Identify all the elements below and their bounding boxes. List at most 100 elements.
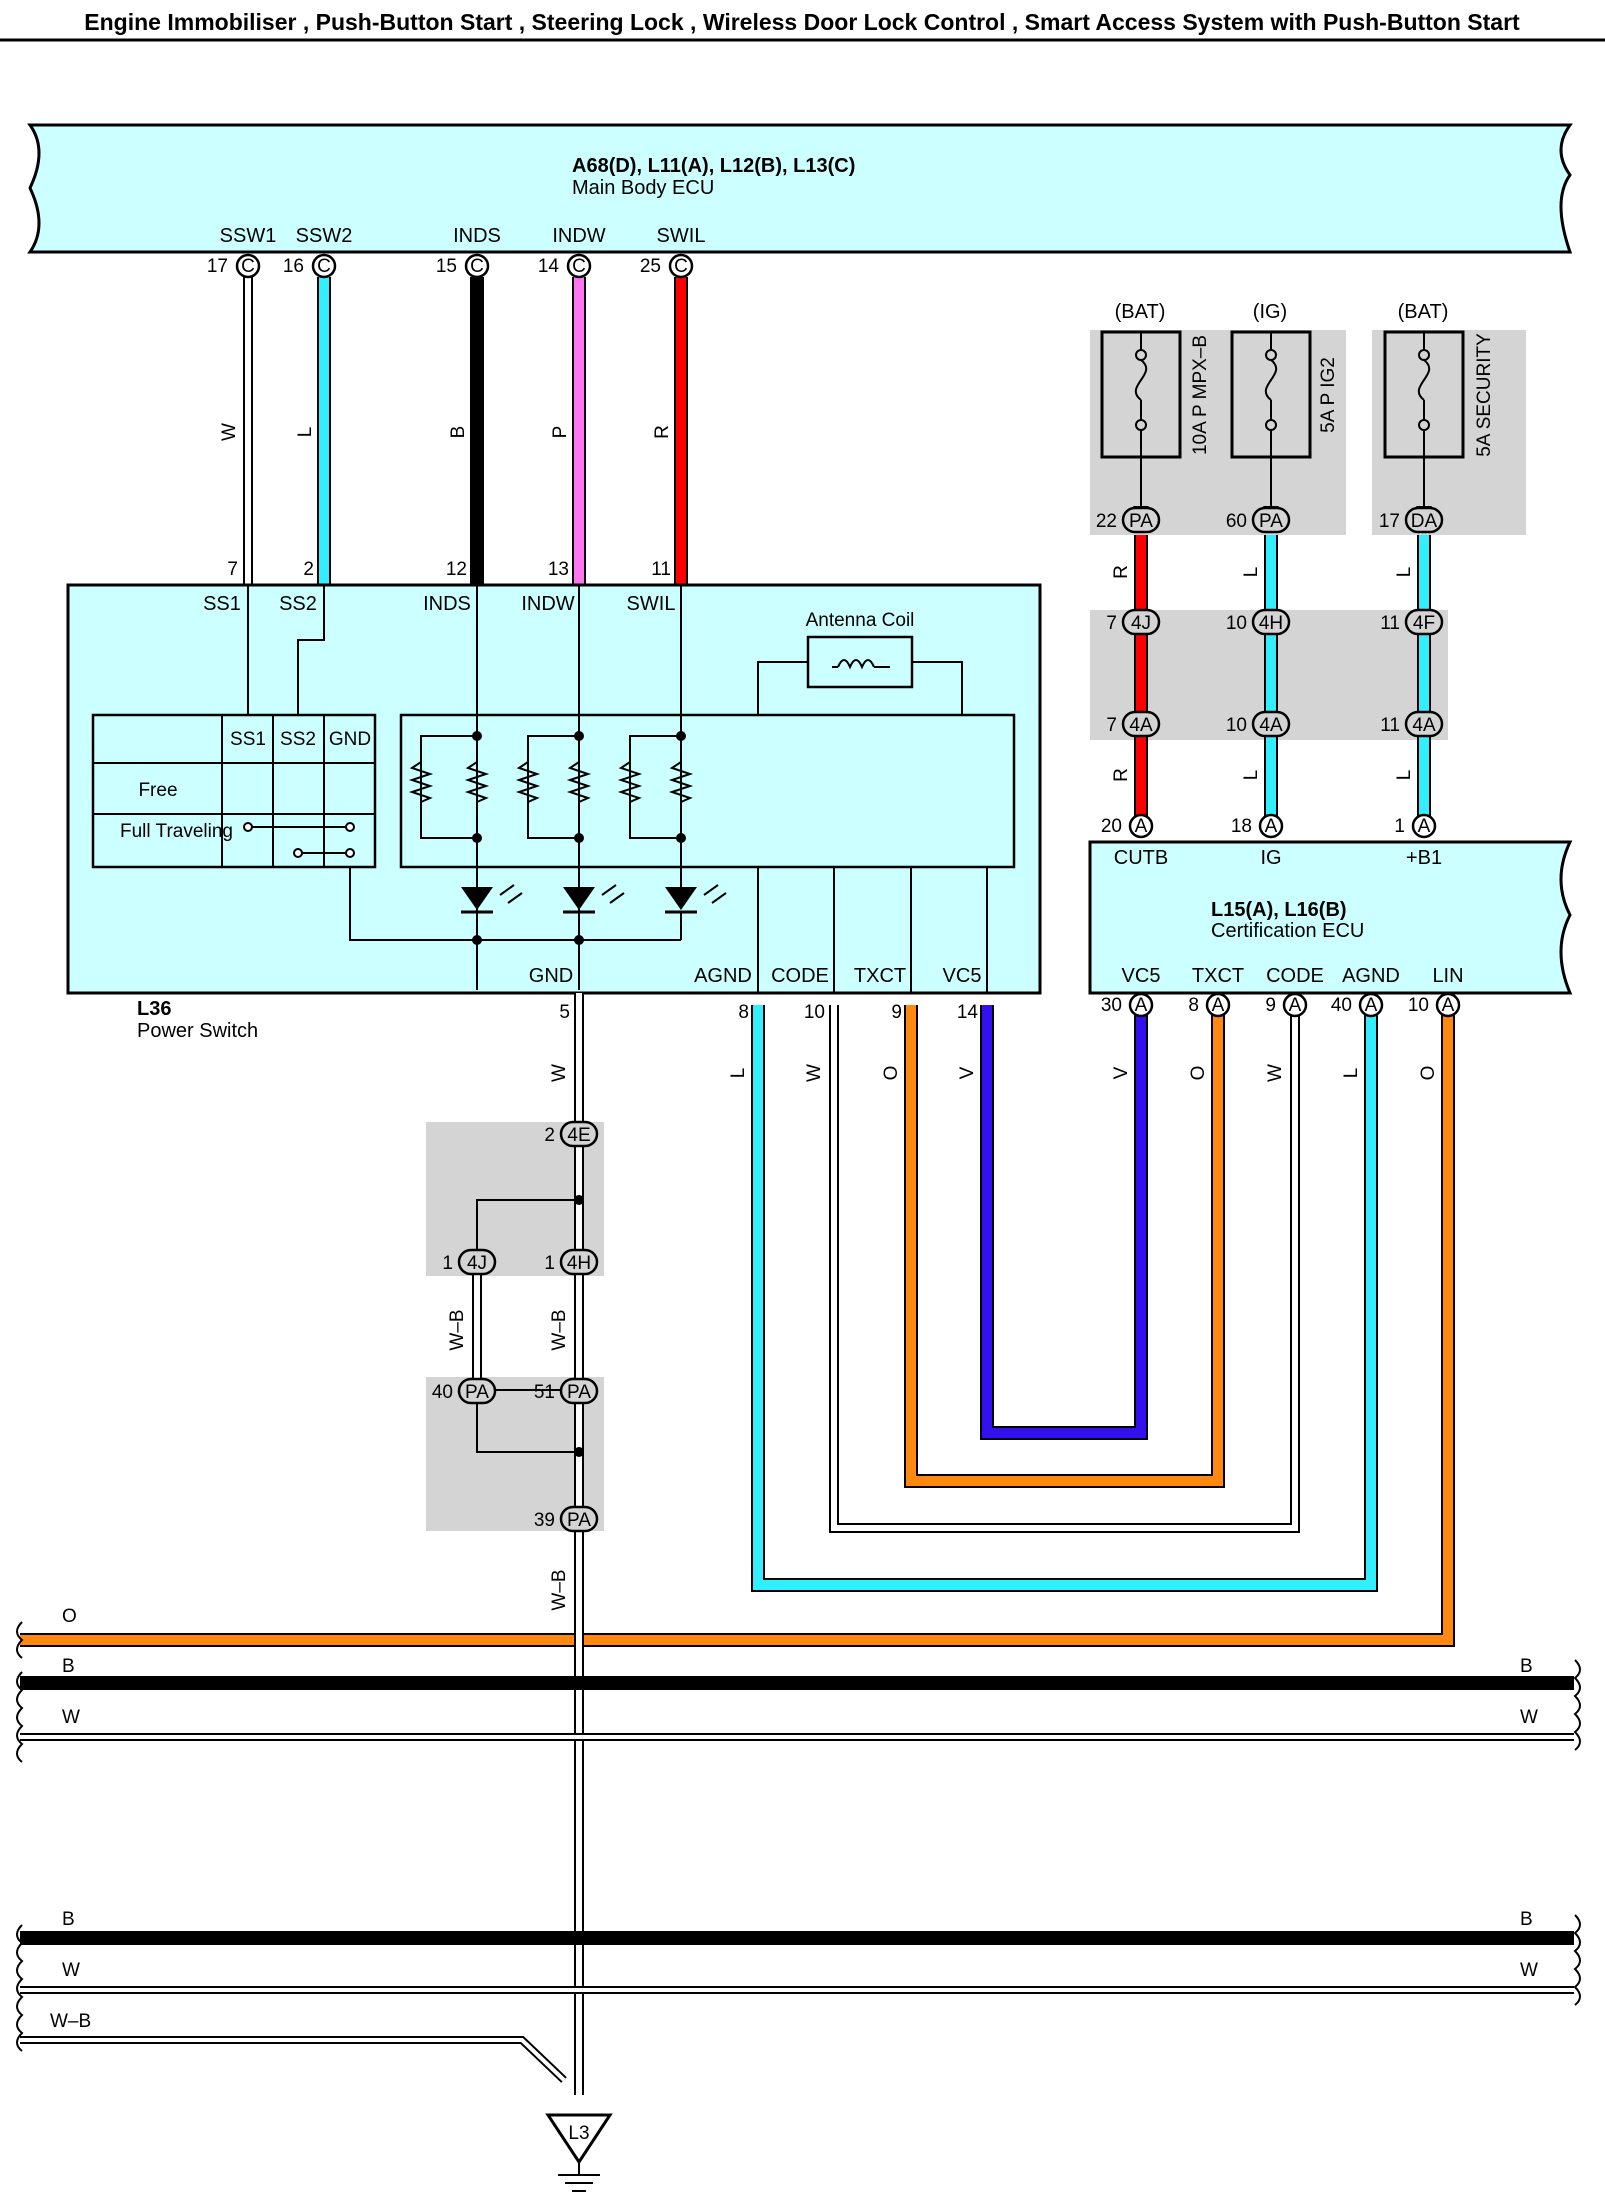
pin-number: 7 (1106, 715, 1117, 736)
pin-number: 7 (1106, 613, 1117, 634)
main-body-ecu-code: A68(D), L11(A), L12(B), L13(C) (572, 155, 855, 177)
wire-color: W (1265, 1064, 1286, 1082)
pin-number: 16 (283, 256, 304, 277)
pin-number: 9 (1265, 995, 1276, 1016)
antenna-coil: Antenna Coil (757, 610, 963, 715)
fuse-supply-ig: (IG) (1253, 301, 1287, 323)
wire-color: L (1341, 1068, 1362, 1079)
pin-number: 2 (544, 1125, 555, 1146)
conn-letter: 4F (1413, 613, 1435, 634)
wire-color-wb: W–B (549, 1569, 570, 1610)
bus-label-w: W (1520, 1960, 1538, 1981)
wire-color: R (1111, 768, 1132, 782)
bus-label-b: B (1520, 1909, 1533, 1930)
bus-label-b: B (62, 1656, 75, 1677)
conn-letter: 4H (1259, 613, 1283, 634)
conn-letter: 4J (467, 1253, 487, 1274)
pin-number: 10 (804, 1002, 825, 1023)
terminal-inds: INDS (453, 225, 501, 247)
bus-label-w: W (62, 1707, 80, 1728)
main-body-ecu: A68(D), L11(A), L12(B), L13(C) Main Body… (27, 123, 1573, 254)
pin-number: 8 (1188, 995, 1199, 1016)
pin-number: 1 (544, 1253, 555, 1274)
fuse-name: 10A P MPX–B (1190, 335, 1211, 455)
fuse-section: (BAT) (IG) (BAT) (1090, 301, 1526, 825)
conn-letter: 4H (567, 1253, 591, 1274)
pin-number: 11 (1380, 715, 1400, 736)
pin-number: 12 (446, 559, 467, 580)
resistor-network (408, 731, 694, 843)
main-body-ecu-pins: C C C C C 17 16 15 14 25 (207, 253, 694, 279)
conn-letter: C (241, 256, 255, 277)
terminal-ssw2: SSW2 (296, 225, 353, 247)
bus-label-b: B (62, 1909, 75, 1930)
ground-icon: L3 (545, 2040, 613, 2192)
table-row-full-traveling: Full Traveling (120, 821, 233, 842)
wire-color: V (957, 1066, 978, 1079)
switch-table: SS1 SS2 GND Free Full Traveling (91, 713, 377, 869)
pin-number: 8 (738, 1002, 749, 1023)
conn-letter: A (1289, 995, 1302, 1016)
ground-path: W W–B W–B W–B 4E 2 4J 1 4H 1 PA 40 PA 51… (426, 993, 604, 2040)
fuse-connectors: PA PA DA 22 60 17 (1096, 506, 1444, 534)
wire-color-w: W (549, 1064, 570, 1082)
power-switch-code: L36 (137, 998, 171, 1020)
ps-terminal-gnd: GND (529, 965, 573, 987)
fuse-name: 5A SECURITY (1474, 333, 1495, 457)
pin-number: 30 (1101, 995, 1122, 1016)
wire-color-wb: W–B (447, 1309, 468, 1350)
conn-letter: A (1365, 995, 1378, 1016)
fuse-icon (1134, 332, 1148, 520)
fuse-icon (1264, 332, 1278, 520)
fuse-supply-bat: (BAT) (1115, 301, 1166, 323)
conn-letter: C (572, 256, 586, 277)
ps-terminal-vc5: VC5 (943, 965, 982, 987)
cert-ecu-name: Certification ECU (1211, 920, 1364, 942)
pin-number: 7 (227, 559, 238, 580)
wire-color: V (1111, 1066, 1132, 1079)
wire-color: O (1188, 1066, 1209, 1081)
ps-terminal-ss2: SS2 (279, 593, 317, 615)
wire-color-b: B (448, 426, 469, 439)
pin-number: 60 (1226, 511, 1247, 532)
certification-ecu: A A A 20 18 1 CUTB IG +B1 L15(A), L16(B)… (1088, 813, 1573, 995)
conn-letter: PA (567, 1510, 591, 1531)
terminal-swil: SWIL (657, 225, 706, 247)
conn-letter: PA (567, 1382, 591, 1403)
conn-letter: 4A (1412, 715, 1436, 736)
table-header-gnd: GND (329, 729, 371, 750)
pin-number: 20 (1101, 816, 1122, 837)
table-header-ss1: SS1 (230, 729, 266, 750)
wire-color-wb: W–B (549, 1309, 570, 1350)
cert-terminal-vc5: VC5 (1122, 965, 1161, 987)
pin-number: 11 (1380, 613, 1400, 634)
pin-number: 1 (1394, 816, 1405, 837)
conn-letter: A (1265, 816, 1278, 837)
pin-number: 2 (303, 559, 314, 580)
wire-color: W (804, 1064, 825, 1082)
power-switch: 7 2 12 13 11 SS1 SS2 INDS INDW SWIL SS1 … (66, 559, 1042, 1042)
conn-letter: C (317, 256, 331, 277)
upper-wires: W L B P R (219, 277, 688, 585)
indicator-leds (461, 884, 727, 914)
conn-letter: PA (465, 1382, 489, 1403)
conn-letter: 4J (1131, 613, 1151, 634)
ps-terminal-agnd: AGND (694, 965, 752, 987)
bus-label-o: O (62, 1606, 77, 1627)
conn-letter: A (1418, 816, 1431, 837)
pin-number: 51 (534, 1382, 555, 1403)
ps-terminal-indw: INDW (521, 593, 574, 615)
signal-wires: L W O V V O W L O (20, 1005, 1455, 1647)
ps-terminal-code: CODE (771, 965, 829, 987)
pin-number: 14 (538, 256, 560, 277)
pin-number: 10 (1226, 715, 1247, 736)
wire-color-r: R (652, 425, 673, 439)
wire-color: L (1241, 567, 1262, 578)
pin-number: 22 (1096, 511, 1117, 532)
cert-terminal-ig: IG (1260, 847, 1281, 869)
fuse-supply-bat: (BAT) (1398, 301, 1449, 323)
pin-number: 1 (442, 1253, 453, 1274)
terminal-indw: INDW (552, 225, 605, 247)
fuse-name: 5A P IG2 (1318, 357, 1339, 433)
